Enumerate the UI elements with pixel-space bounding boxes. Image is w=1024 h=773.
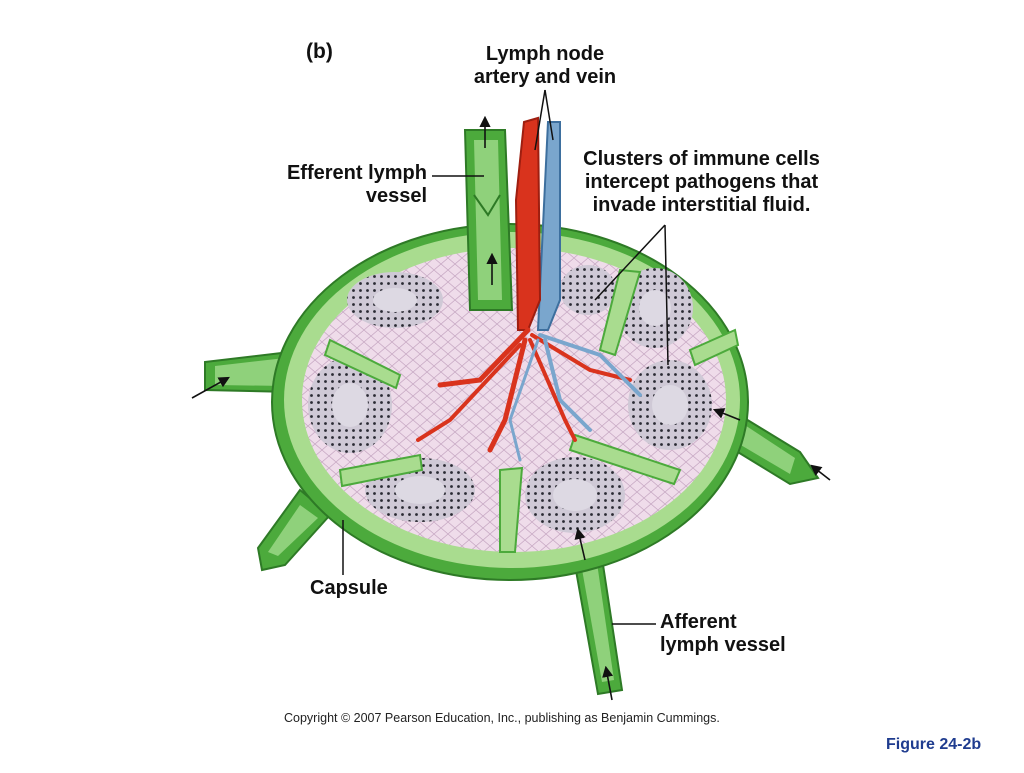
- arrow-right-in: [810, 464, 831, 481]
- label-line: Afferent: [660, 611, 737, 633]
- label-line: intercept pathogens that: [584, 171, 819, 193]
- label-line: Lymph node: [485, 43, 605, 65]
- copyright-notice: Copyright © 2007 Pearson Education, Inc.…: [284, 711, 720, 725]
- label-clusters-of-immune-cells: Clusters of immune cells intercept patho…: [574, 148, 829, 217]
- figure-label: Figure 24-2b: [886, 736, 982, 753]
- efferent-lymph-vessel: [463, 129, 514, 311]
- artery: [514, 116, 542, 331]
- immune-cell-clusters: [308, 265, 712, 533]
- label-afferent-lymph-vessel: Afferent lymph vessel: [660, 611, 786, 657]
- label-capsule: Capsule: [310, 577, 388, 599]
- arrow-bottom-in: [602, 665, 614, 701]
- arrow-left-in: [191, 376, 230, 399]
- label-line: lymph vessel: [660, 634, 786, 656]
- artery-and-vein: [416, 116, 642, 462]
- label-line: vessel: [365, 185, 427, 207]
- arrow-cluster-bottom: [574, 527, 586, 561]
- flow-arrows: [191, 115, 831, 701]
- label-line: Clusters of immune cells: [583, 148, 820, 170]
- label-lymph-node-artery-vein: Lymph node artery and vein: [455, 43, 635, 89]
- label-efferent-lymph-vessel: Efferent lymph vessel: [250, 162, 427, 208]
- label-line: invade interstitial fluid.: [592, 194, 811, 216]
- leader-lines: [342, 89, 669, 625]
- arrow-cluster-right: [712, 408, 741, 421]
- panel-letter: (b): [306, 40, 333, 63]
- trabeculae: [323, 268, 740, 553]
- label-line: Efferent lymph: [286, 162, 427, 184]
- label-line: artery and vein: [473, 66, 617, 88]
